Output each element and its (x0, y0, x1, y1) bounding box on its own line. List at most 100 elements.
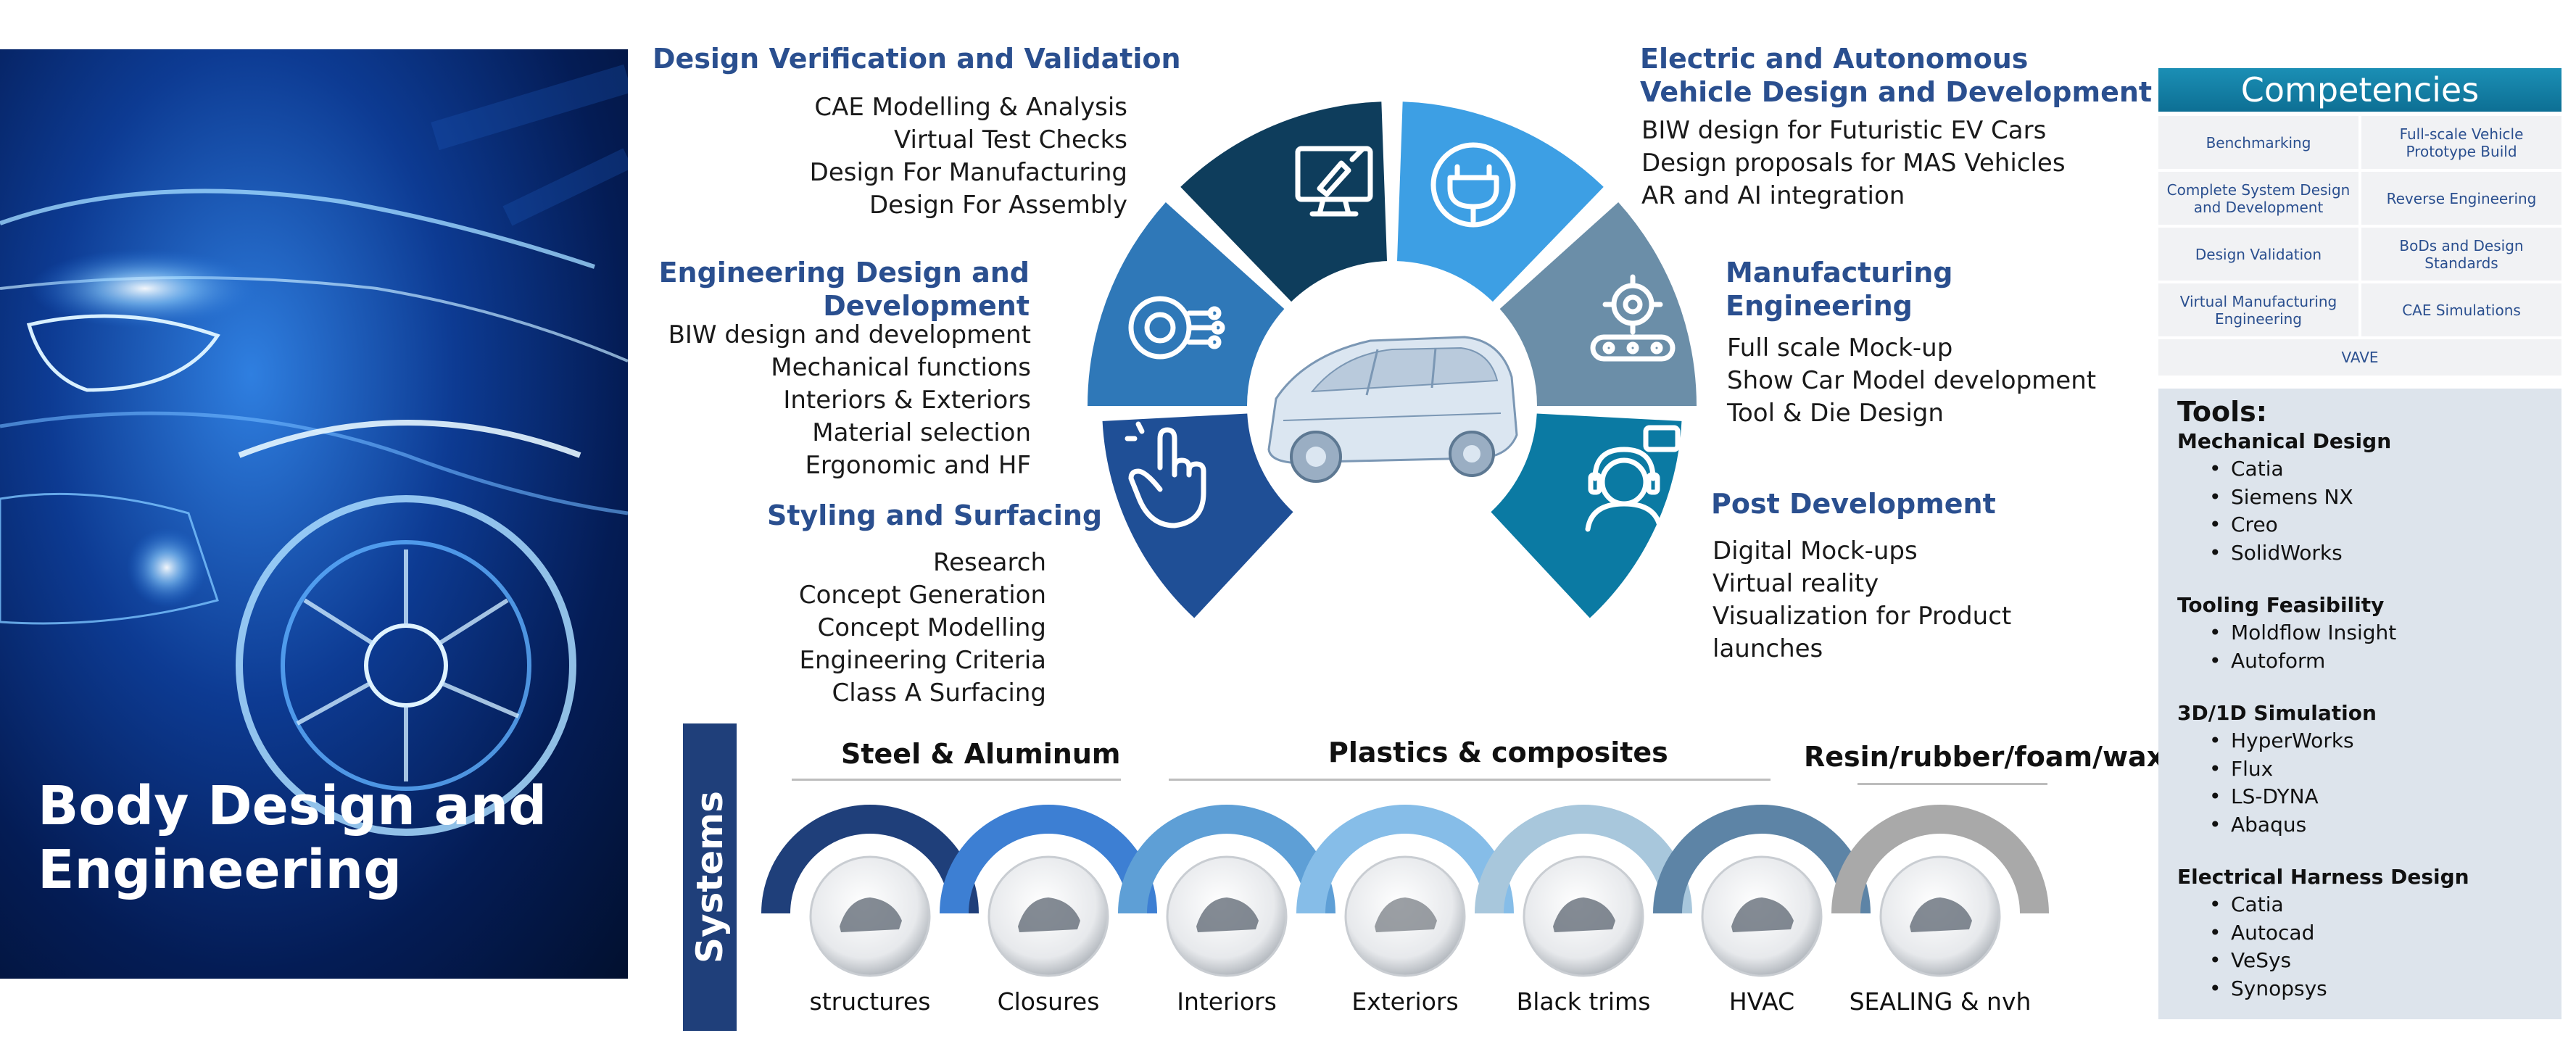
list-item: Visualization for Product (1712, 602, 2012, 631)
tool-group-head: Tooling Feasibility (2177, 593, 2385, 617)
system-part-icon (1375, 897, 1437, 932)
ead-title: Electric and Autonomous Vehicle Design a… (1640, 42, 2152, 109)
dvv-list: CAE Modelling & Analysis Virtual Test Ch… (810, 91, 1127, 222)
system-label: HVAC (1728, 987, 1795, 1016)
competency-cell: Benchmarking (2158, 116, 2358, 169)
hero-title-line-1: Body Design and (38, 775, 547, 837)
list-item: Mechanical functions (771, 353, 1031, 382)
ead-title-line-2: Vehicle Design and Development (1640, 76, 2153, 108)
tool-item: SolidWorks (2177, 539, 2561, 568)
tools-title: Tools: (2177, 396, 2267, 428)
system-label: Interiors (1177, 987, 1277, 1016)
tool-item: Catia (2177, 891, 2561, 919)
me-title: Manufacturing Engineering (1726, 256, 1953, 323)
list-item: Virtual Test Checks (894, 125, 1127, 154)
hero-title: Body Design and Engineering (38, 774, 618, 902)
tool-group-mechanical: Mechanical Design Catia Siemens NX Creo … (2177, 428, 2561, 567)
ss-list: Research Concept Generation Concept Mode… (799, 547, 1046, 710)
competencies-grid: Benchmarking Full-scale Vehicle Prototyp… (2158, 116, 2561, 376)
list-item: Ergonomic and HF (805, 451, 1031, 480)
edd-list: BIW design and development Mechanical fu… (668, 319, 1031, 482)
wheel-segment-circuit (1088, 202, 1285, 406)
system-part-icon (1910, 897, 1972, 932)
list-item: Show Car Model development (1727, 366, 2097, 395)
competency-cell: Design Validation (2158, 228, 2358, 281)
list-item: Design For Assembly (869, 191, 1127, 220)
list-item: Digital Mock-ups (1712, 536, 1918, 565)
tool-item: Abaqus (2177, 811, 2561, 839)
system-label: Closures (997, 987, 1100, 1016)
system-label: SEALING & nvh (1849, 987, 2032, 1016)
systems-label: Systems (689, 790, 731, 964)
edd-title: Engineering Design and Development (659, 256, 1030, 323)
competency-cell: BoDs and Design Standards (2361, 228, 2561, 281)
list-item: Concept Modelling (817, 613, 1046, 642)
list-item: Engineering Criteria (799, 646, 1046, 675)
wheel-segment-design (1180, 101, 1388, 302)
hero-title-line-2: Engineering (38, 839, 402, 901)
edd-title-line-1: Engineering Design and (658, 257, 1030, 289)
tool-item: Synopsys (2177, 975, 2561, 1003)
ead-title-line-1: Electric and Autonomous (1640, 43, 2029, 75)
system-arc (940, 805, 1157, 913)
list-item: BIW design and development (668, 320, 1031, 349)
systems-bar: Systems (683, 723, 737, 1031)
tool-item: Flux (2177, 755, 2561, 784)
pd-list: Digital Mock-ups Virtual reality Visuali… (1712, 535, 2011, 665)
list-item: Concept Generation (798, 581, 1046, 610)
process-wheel (1088, 101, 1697, 618)
ss-title: Styling and Surfacing (767, 499, 1103, 531)
system-arc (1831, 805, 2049, 913)
tool-item: LS-DYNA (2177, 783, 2561, 811)
list-item: Design For Manufacturing (809, 158, 1127, 187)
system-label: Exteriors (1351, 987, 1459, 1016)
competency-cell: Complete System Design and Development (2158, 172, 2358, 225)
competency-cell: Full-scale Vehicle Prototype Build (2361, 116, 2561, 169)
group-title-plastics: Plastics & composites (1328, 737, 1668, 768)
systems-arcs (761, 805, 2049, 977)
system-part-icon (1731, 897, 1794, 932)
system-part-icon (840, 897, 902, 932)
tool-item: Catia (2177, 455, 2561, 484)
system-arc (1475, 805, 1692, 913)
car-illustration (0, 64, 628, 836)
tool-group-head: Electrical Harness Design (2177, 865, 2469, 889)
ead-list: BIW design for Futuristic EV Cars Design… (1641, 115, 2066, 212)
support-icon (1585, 425, 1681, 532)
competency-cell-vave: VAVE (2158, 339, 2561, 376)
tool-item: Siemens NX (2177, 484, 2561, 512)
group-divider (792, 779, 1121, 781)
list-item: CAE Modelling & Analysis (814, 93, 1127, 122)
list-item: Tool & Die Design (1727, 399, 1944, 428)
tool-group-tooling: Tooling Feasibility Moldflow Insight Aut… (2177, 592, 2561, 675)
system-arc (1296, 805, 1514, 913)
tool-item: VeSys (2177, 947, 2561, 975)
tools-panel: Tools: Mechanical Design Catia Siemens N… (2158, 389, 2561, 1019)
group-divider (1858, 783, 2047, 785)
tool-group-head: 3D/1D Simulation (2177, 701, 2377, 725)
list-item: Interiors & Exteriors (783, 386, 1031, 415)
list-item: Design proposals for MAS Vehicles (1641, 149, 2066, 178)
system-arc (1653, 805, 1871, 913)
tool-item: HyperWorks (2177, 727, 2561, 755)
list-item: launches (1712, 634, 1823, 663)
competency-cell: Virtual Manufacturing Engineering (2158, 283, 2358, 336)
list-item: BIW design for Futuristic EV Cars (1641, 116, 2047, 145)
tool-item: Autocad (2177, 919, 2561, 947)
system-part-icon (1553, 897, 1615, 932)
list-item: Class A Surfacing (832, 679, 1046, 708)
tool-group-head: Mechanical Design (2177, 429, 2392, 453)
me-list: Full scale Mock-up Show Car Model develo… (1727, 332, 2096, 430)
system-part-icon (1018, 897, 1080, 932)
group-title-steel: Steel & Aluminum (841, 738, 1121, 770)
touch-icon (1125, 421, 1206, 528)
edd-title-line-2: Development (823, 290, 1030, 322)
list-item: Virtual reality (1712, 569, 1879, 598)
tool-group-simulation: 3D/1D Simulation HyperWorks Flux LS-DYNA… (2177, 700, 2561, 839)
group-title-resin: Resin/rubber/foam/wax (1804, 741, 2165, 773)
tool-item: Creo (2177, 511, 2561, 539)
list-item: Research (933, 548, 1046, 577)
circuit-icon (1128, 296, 1225, 360)
system-arc (1118, 805, 1335, 913)
competencies-title: Competencies (2158, 68, 2561, 112)
